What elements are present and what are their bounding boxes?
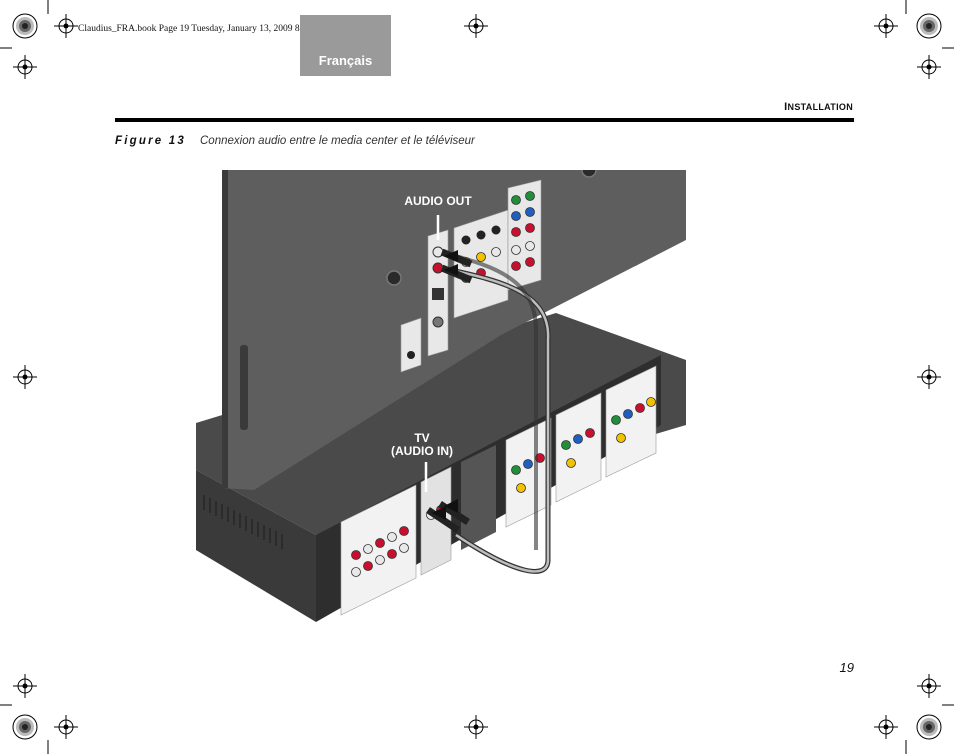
tv-mount-hole [581,170,597,178]
connection-arrows [432,250,458,520]
section-title-initial: I [784,101,788,113]
audio-cable-red-core [441,266,550,573]
tv-label-line1: TV [414,431,430,445]
page-number: 19 [839,660,854,675]
section-title: INSTALLATION [784,101,853,113]
tv-rear-panel [222,170,686,490]
language-tab: Français [300,15,391,76]
tv-mount-hole [386,270,402,286]
figure-caption: Connexion audio entre le media center et… [200,135,475,147]
tv-stand-slot [240,345,248,430]
header-rule [115,118,854,122]
language-tab-label: Français [318,53,373,68]
console-vents [203,495,283,549]
console-input-modules [340,365,657,616]
tv-headphone-panel [400,317,422,373]
console-top [196,313,686,535]
section-title-rest: NSTALLATION [787,102,853,112]
tv-edge [222,170,228,488]
tv-label-line2: (AUDIO IN) [391,444,453,458]
tv-audio-in-label: TV (AUDIO IN) [380,432,464,458]
console-side [196,470,316,622]
figure-number: Figure 13 [115,135,186,147]
audio-out-label: AUDIO OUT [404,194,472,208]
print-header: Claudius_FRA.book Page 19 Tuesday, Janua… [78,24,328,34]
connection-illustration [196,170,686,622]
